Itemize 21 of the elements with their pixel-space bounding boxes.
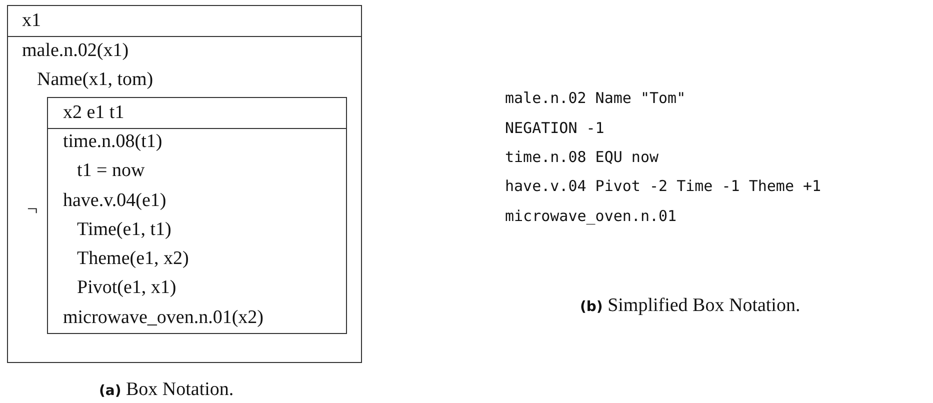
condition-text: Time(e1, t1) xyxy=(77,218,172,242)
notation-line: have.v.04 Pivot -2 Time -1 Theme +1 xyxy=(505,176,822,196)
notation-line: male.n.02 Name "Tom" xyxy=(505,88,686,108)
referent-list: x1 xyxy=(22,9,41,33)
condition-text: microwave_oven.n.01(x2) xyxy=(63,306,264,330)
subfigure-caption: (b) Simplified Box Notation. xyxy=(580,294,800,318)
condition-text: time.n.08(t1) xyxy=(63,130,162,154)
subfigure-caption: (a) Box Notation. xyxy=(99,378,234,402)
negation-symbol: ¬ xyxy=(27,198,38,222)
notation-line: NEGATION -1 xyxy=(505,118,604,138)
drs-box xyxy=(47,97,347,334)
drs-box xyxy=(7,5,362,363)
condition-text: Theme(e1, x2) xyxy=(77,247,189,271)
condition-text: Pivot(e1, x1) xyxy=(77,276,176,300)
notation-line: microwave_oven.n.01 xyxy=(505,206,677,226)
condition-text: Name(x1, tom) xyxy=(37,68,154,92)
notation-line: time.n.08 EQU now xyxy=(505,147,659,167)
condition-text: t1 = now xyxy=(77,159,145,183)
referent-list: x2 e1 t1 xyxy=(63,101,124,125)
condition-text: male.n.02(x1) xyxy=(22,39,129,63)
condition-text: have.v.04(e1) xyxy=(63,189,166,213)
